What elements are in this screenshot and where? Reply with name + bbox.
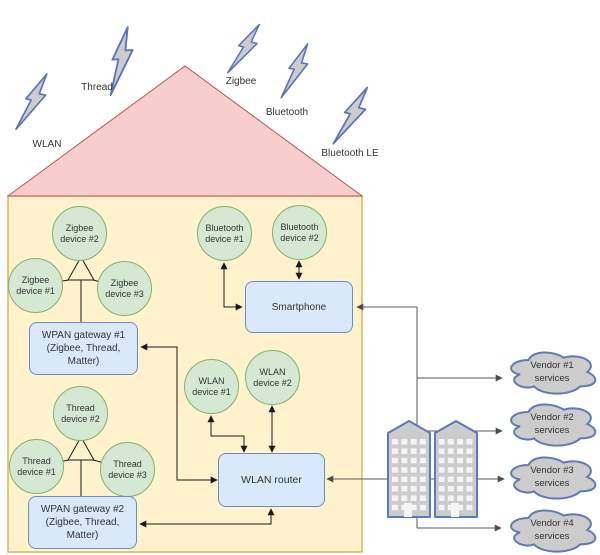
vendor-name: Vendor #3 (530, 465, 574, 476)
node-label: device #1 (205, 233, 244, 244)
vendor-name: Vendor #1 (530, 360, 574, 371)
protocol-label-zigbee: Zigbee (225, 76, 257, 87)
vendor2-label: Vendor #2 services (505, 411, 599, 437)
node-wlan-device-2: WLAN device #2 (245, 350, 300, 405)
node-wlan-router: WLAN router (218, 453, 325, 507)
vendor4-label: Vendor #4 services (505, 517, 599, 543)
node-label: device #2 (61, 413, 100, 424)
vendor-services: services (534, 531, 570, 542)
connector-gateway2-router (139, 508, 275, 528)
node-label: device #2 (60, 233, 99, 244)
node-label: device #2 (280, 232, 319, 243)
node-label: device #1 (17, 466, 56, 477)
node-label: device #3 (108, 469, 147, 480)
node-label: WPAN gateway #1 (41, 330, 126, 341)
node-wlan-device-1: WLAN device #1 (184, 359, 239, 414)
bluetooth-le-bolt-icon (332, 81, 372, 151)
protocol-label-bluetooth: Bluetooth (265, 107, 309, 118)
node-label: device #3 (105, 288, 144, 299)
node-label: Zigbee (110, 277, 139, 288)
node-wpan-gateway-2: WPAN gateway #2 (Zigbee, Thread, Matter) (28, 496, 137, 549)
zigbee-bolt-icon (227, 19, 263, 79)
node-label: WPAN gateway #2 (40, 504, 125, 515)
node-label: WLAN (259, 366, 286, 377)
vendor-name: Vendor #2 (530, 412, 574, 423)
node-label: WLAN router (241, 473, 302, 486)
protocol-label-bluetooth-le: Bluetooth LE (321, 148, 379, 159)
vendor-services: services (534, 373, 570, 384)
protocol-label-thread: Thread (81, 82, 113, 93)
node-label: Bluetooth (205, 222, 244, 233)
node-label: Bluetooth (280, 221, 319, 232)
node-thread-device-3: Thread device #3 (100, 442, 155, 497)
node-label: Matter) (67, 356, 100, 367)
node-label: Zigbee (65, 222, 94, 233)
node-label: Thread (66, 402, 95, 413)
node-label: (Zigbee, Thread, (46, 343, 121, 354)
office-building-2-icon (434, 420, 478, 518)
node-smartphone: Smartphone (245, 281, 353, 333)
connector-smartphone-bluetooth1 (220, 262, 243, 311)
vendor-services: services (534, 478, 570, 489)
connector-gateway1-router (140, 343, 218, 484)
vendor-services: services (534, 425, 570, 436)
node-label: Thread (22, 455, 51, 466)
node-label: Matter) (66, 530, 99, 541)
vendor3-label: Vendor #3 services (505, 464, 599, 490)
node-zigbee-device-1: Zigbee device #1 (8, 258, 63, 313)
protocol-label-wlan: WLAN (32, 139, 62, 150)
node-label: (Zigbee, Thread, (45, 517, 120, 528)
node-bluetooth-device-2: Bluetooth device #2 (272, 205, 327, 260)
node-zigbee-device-2: Zigbee device #2 (52, 206, 107, 261)
node-bluetooth-device-1: Bluetooth device #1 (197, 206, 252, 261)
node-zigbee-device-3: Zigbee device #3 (97, 261, 152, 316)
vendor1-label: Vendor #1 services (505, 359, 599, 385)
node-thread-device-2: Thread device #2 (53, 386, 108, 441)
bluetooth-bolt-icon (280, 40, 312, 102)
node-label: Smartphone (271, 301, 327, 313)
node-label: Thread (113, 458, 142, 469)
office-building-1-icon (387, 420, 431, 518)
node-label: device #1 (192, 386, 231, 397)
node-thread-device-1: Thread device #1 (9, 439, 64, 494)
wlan-bolt-icon (15, 69, 51, 135)
node-label: device #2 (253, 377, 292, 388)
node-wpan-gateway-1: WPAN gateway #1 (Zigbee, Thread, Matter) (29, 322, 138, 375)
vendor-name: Vendor #4 (530, 518, 574, 529)
node-label: Zigbee (21, 274, 50, 285)
house-roof (6, 65, 364, 197)
node-label: device #1 (16, 285, 55, 296)
node-label: WLAN (198, 375, 225, 386)
